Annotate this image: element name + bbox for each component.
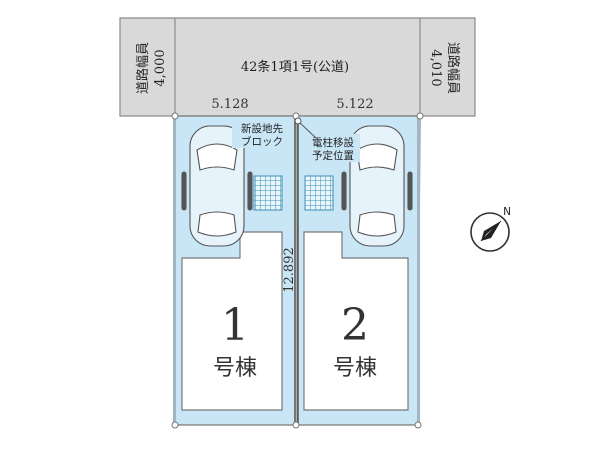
road-width-right: 道路幅員 4,010 xyxy=(428,42,461,94)
road-width-left-value: 4,000 xyxy=(153,49,168,86)
depth-dimension: 12.892 xyxy=(282,247,297,293)
road-area xyxy=(119,17,476,117)
road-width-right-value: 4,010 xyxy=(428,49,443,86)
car-2-icon xyxy=(341,125,413,247)
north-arrow-icon: N xyxy=(470,206,511,252)
depth-value: 12.892 xyxy=(282,247,297,293)
frontage-left: 5.128 xyxy=(211,97,248,112)
block-note-line1: 新設地先 xyxy=(241,122,283,135)
block-note-line2: ブロック xyxy=(241,135,283,148)
pole-note-line2: 予定位置 xyxy=(312,149,354,162)
boundary-marker xyxy=(171,421,179,429)
road-width-left-label: 道路幅員 xyxy=(135,42,151,94)
road-width-right-label: 道路幅員 xyxy=(445,42,461,94)
lot-2-label: 号棟 xyxy=(333,356,377,381)
lot-1-number: 1 xyxy=(221,300,249,351)
car-1-icon xyxy=(181,125,253,247)
road-width-left: 道路幅員 4,000 xyxy=(135,42,168,94)
boundary-marker xyxy=(414,421,422,429)
pole-position-marker xyxy=(294,117,302,125)
parking-grid-2 xyxy=(304,175,334,211)
frontage-right: 5.122 xyxy=(336,97,373,112)
parking-grid-1 xyxy=(253,175,283,211)
road-type-label: 42条1項1号(公道) xyxy=(241,59,349,75)
building-2-footprint xyxy=(303,231,409,411)
boundary-marker xyxy=(292,421,300,429)
building-1-footprint xyxy=(181,231,283,411)
boundary-marker xyxy=(416,112,424,120)
boundary-marker xyxy=(171,112,179,120)
pole-note-line1: 電柱移設 xyxy=(312,136,354,149)
lot-1-label: 号棟 xyxy=(213,356,257,381)
north-letter: N xyxy=(503,206,511,218)
lot-2-number: 2 xyxy=(341,300,369,351)
